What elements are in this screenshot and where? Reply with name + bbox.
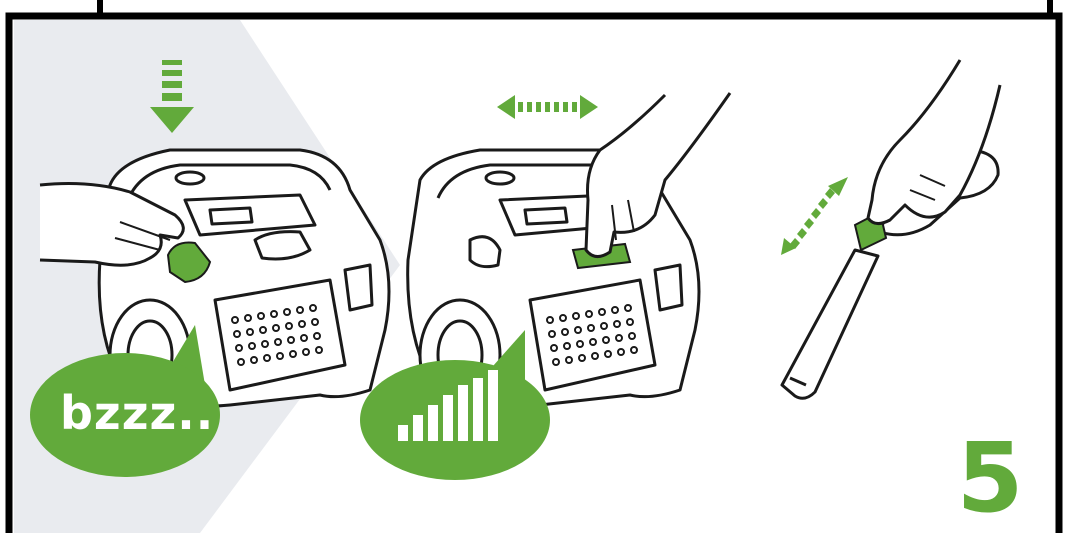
step-number: 5 [955, 430, 1025, 526]
bubble-sound-text: bzzz.. [60, 388, 220, 438]
